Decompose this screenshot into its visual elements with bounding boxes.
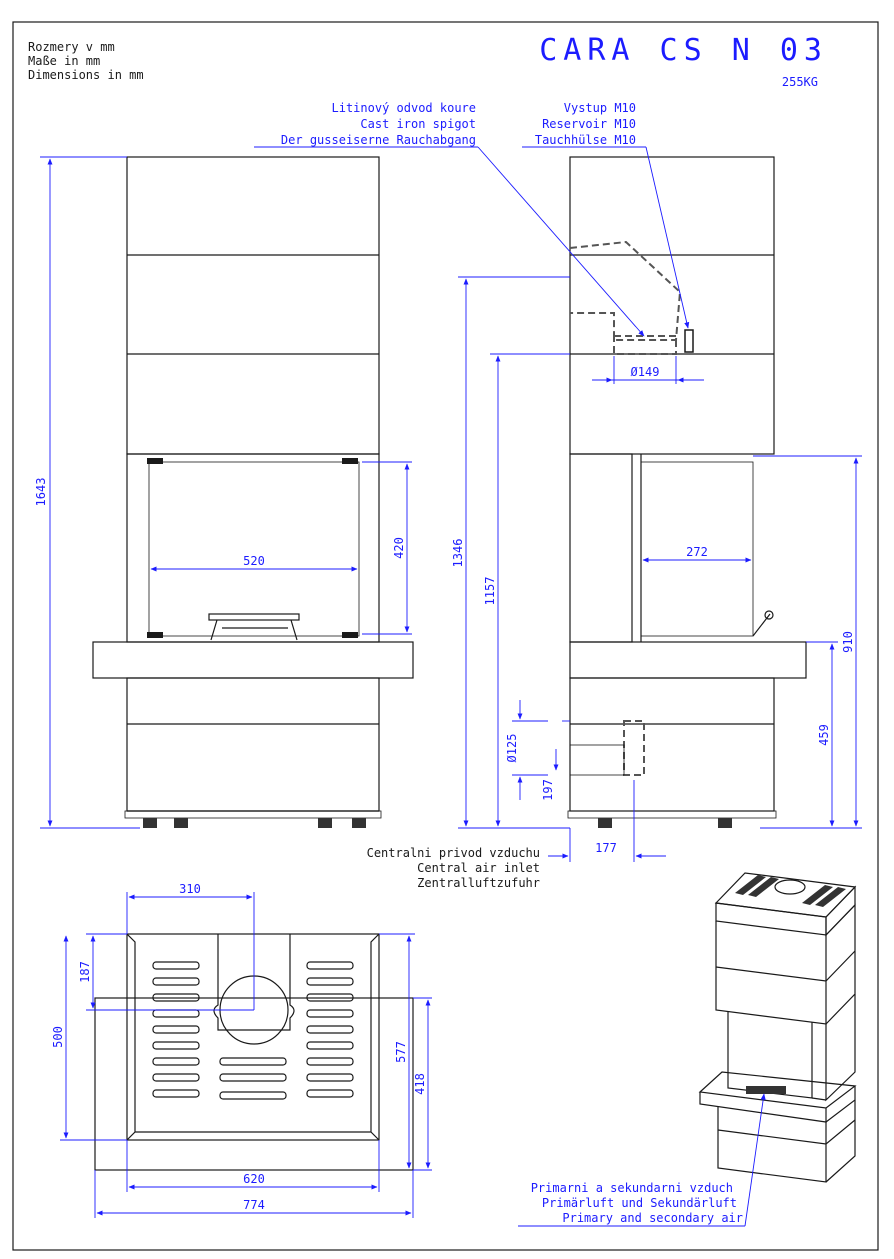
weight-label: 255KG xyxy=(782,75,818,89)
dim-front-window-width: 520 xyxy=(243,554,265,568)
isometric-view xyxy=(698,872,857,1183)
central-air-label-de: Zentralluftzufuhr xyxy=(417,876,540,890)
primary-air-label-en: Primary and secondary air xyxy=(562,1211,743,1225)
dim-top-flue-depth: 187 xyxy=(78,961,92,983)
dim-air-inlet-height: 197 xyxy=(541,779,555,801)
dim-top-depth: 500 xyxy=(51,1026,65,1048)
dim-side-window-width: 272 xyxy=(686,545,708,559)
drawing-title: CARA CS N 03 xyxy=(539,33,828,68)
front-dimensions: 1643 520 420 xyxy=(34,156,412,829)
central-air-label-cz: Centralni privod vzduchu xyxy=(367,846,540,860)
dim-side-flue-height: 1346 xyxy=(451,539,465,568)
units-note-cz: Rozmery v mm xyxy=(28,40,115,54)
units-note: Rozmery v mm Maße in mm Dimensions in mm xyxy=(28,40,144,82)
primary-air-label-cz: Primarni a sekundarni vzduch xyxy=(531,1181,733,1195)
dim-top-flue-offset: 310 xyxy=(179,882,201,896)
dim-front-height: 1643 xyxy=(34,478,48,507)
drawing-border xyxy=(12,21,879,1251)
units-note-de: Maße in mm xyxy=(28,54,100,68)
primary-air-callout: Primarni a sekundarni vzduch Primärluft … xyxy=(518,1093,766,1227)
dim-top-bench-depth: 577 xyxy=(394,1041,408,1063)
top-view xyxy=(94,933,414,1171)
dim-top-bench-width: 774 xyxy=(243,1198,265,1212)
top-dimensions: 310 187 500 577 418 620 774 xyxy=(51,882,432,1218)
side-dimensions: 1346 1157 Ø149 272 910 459 Ø125 197 xyxy=(451,276,862,862)
dim-top-body-width: 620 xyxy=(243,1172,265,1186)
spigot-label-de: Der gusseiserne Rauchabgang xyxy=(281,133,476,147)
dim-side-back-height: 1157 xyxy=(483,577,497,606)
units-note-en: Dimensions in mm xyxy=(28,68,144,82)
front-view xyxy=(92,156,414,828)
reservoir-label-cz: Vystup M10 xyxy=(564,101,636,115)
reservoir-label-de: Tauchhülse M10 xyxy=(535,133,636,147)
dim-top-body-depth: 418 xyxy=(413,1073,427,1095)
dim-air-inlet-depth: 177 xyxy=(595,841,617,855)
side-view xyxy=(567,156,807,828)
central-air-callout: Centralni privod vzduchu Central air inl… xyxy=(367,846,540,890)
dim-flue-diameter: Ø149 xyxy=(631,365,660,379)
dim-side-window-height: 910 xyxy=(841,631,855,653)
spigot-label-en: Cast iron spigot xyxy=(360,117,476,131)
spigot-label-cz: Litinový odvod koure xyxy=(332,101,477,115)
reservoir-callout: Vystup M10 Reservoir M10 Tauchhülse M10 xyxy=(522,101,690,329)
dim-air-inlet-diameter: Ø125 xyxy=(505,734,519,763)
spigot-callout: Litinový odvod koure Cast iron spigot De… xyxy=(254,101,645,337)
dim-side-bench-height: 459 xyxy=(817,724,831,746)
primary-air-label-de: Primärluft und Sekundärluft xyxy=(542,1196,737,1210)
reservoir-label-en: Reservoir M10 xyxy=(542,117,636,131)
central-air-label-en: Central air inlet xyxy=(417,861,540,875)
dim-front-window-height: 420 xyxy=(392,537,406,559)
